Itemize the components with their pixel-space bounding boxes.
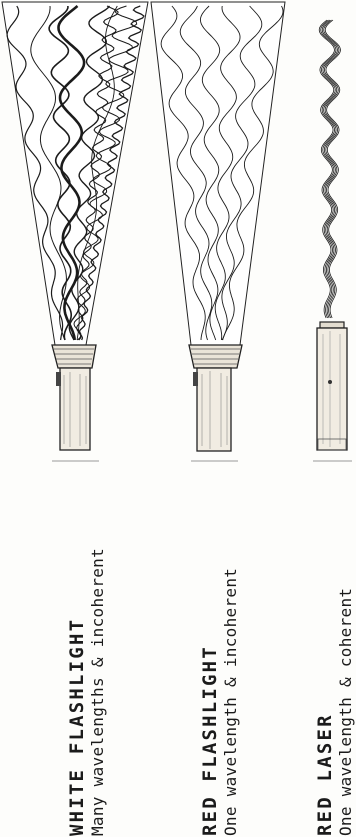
red-laser-title: RED LASER: [314, 588, 336, 836]
laser-beam-waves: [319, 20, 340, 318]
red-flashlight-title: RED FLASHLIGHT: [199, 568, 221, 836]
white-flashlight-icon: [52, 345, 96, 450]
red-laser-caption: RED LASER One wavelength & coherent: [314, 588, 355, 836]
red-flashlight-icon: [189, 345, 242, 451]
white-flashlight-caption: WHITE FLASHLIGHT Many wavelengths & inco…: [66, 548, 107, 836]
red-flashlight-subtitle: One wavelength & incoherent: [221, 568, 240, 836]
red-laser-subtitle: One wavelength & coherent: [336, 588, 355, 836]
laser-pointer-icon: [317, 322, 347, 450]
white-flashlight-title: WHITE FLASHLIGHT: [66, 548, 88, 836]
white-flashlight-beam-cone: [2, 2, 148, 345]
red-flashlight-caption: RED FLASHLIGHT One wavelength & incohere…: [199, 568, 240, 836]
laser-wave-3: [324, 20, 339, 318]
white-flashlight-subtitle: Many wavelengths & incoherent: [88, 548, 107, 836]
laser-wave-4: [325, 20, 340, 318]
